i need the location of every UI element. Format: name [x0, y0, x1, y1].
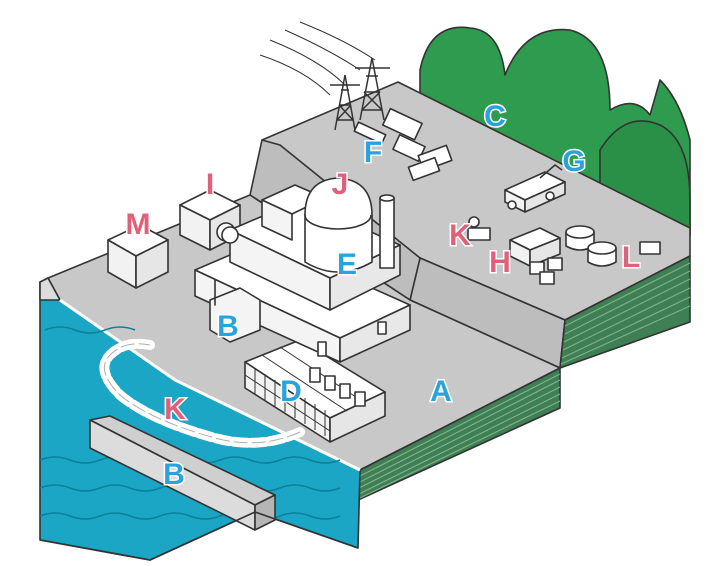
label-j: J	[332, 168, 349, 201]
tanks-l	[565, 225, 661, 267]
label-i: I	[206, 168, 214, 201]
label-e: E	[337, 248, 357, 281]
label-g: G	[562, 145, 585, 178]
label-m: M	[126, 208, 151, 241]
vehicles-h	[509, 227, 563, 285]
label-b-building: B	[217, 310, 239, 343]
label-f: F	[364, 136, 382, 169]
hills	[419, 26, 691, 236]
label-k-upper: K	[449, 219, 471, 252]
diagram-labels: A B B C D E F G H I J K K L M	[124, 98, 642, 492]
label-l: L	[622, 241, 640, 274]
vehicles-f	[353, 107, 453, 182]
label-h: H	[489, 246, 511, 279]
power-pylons	[259, 21, 390, 131]
building-m	[107, 224, 169, 289]
reactor-building	[194, 177, 411, 363]
truck-g	[504, 164, 566, 213]
tank-cluster-d	[244, 339, 386, 443]
label-b-seawall: B	[163, 458, 185, 491]
label-d: D	[280, 375, 302, 408]
label-a: A	[430, 375, 452, 408]
sea	[39, 277, 361, 561]
label-k-sea: K	[164, 393, 186, 426]
label-c: C	[484, 100, 506, 133]
equipment-k	[467, 216, 491, 241]
